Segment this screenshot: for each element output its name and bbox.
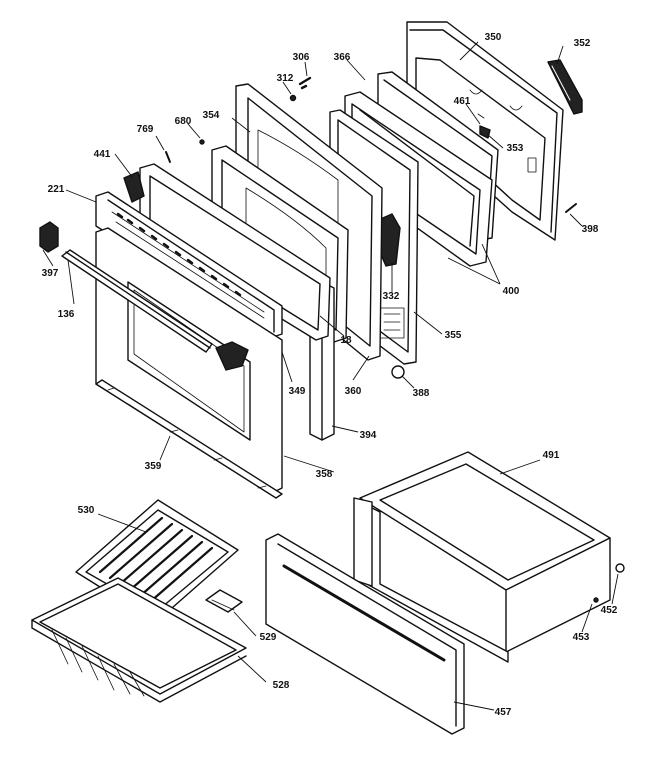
callout-136: 136 (58, 309, 75, 320)
spring-769 (165, 151, 171, 163)
callout-453: 453 (573, 632, 590, 643)
leader-lines (42, 41, 619, 711)
callout-394: 394 (360, 430, 377, 441)
door-handle-136 (61, 249, 213, 353)
callout-350: 350 (485, 32, 502, 43)
screw-306 (298, 76, 312, 90)
callout-306: 306 (293, 52, 310, 63)
outer-door-358 (95, 227, 283, 495)
callout-355: 355 (445, 330, 462, 341)
callout-349: 349 (289, 386, 306, 397)
callout-332: 332 (383, 291, 400, 302)
drawer-roller-453 (593, 597, 599, 603)
callout-529: 529 (260, 632, 277, 643)
callout-528: 528 (273, 680, 290, 691)
bracket-397 (39, 221, 59, 253)
door-bottom-trim-359 (95, 379, 283, 499)
callout-680: 680 (175, 116, 192, 127)
callout-398: 398 (582, 224, 599, 235)
control-panel-221 (95, 191, 283, 339)
broiler-insert-529 (205, 589, 243, 613)
callout-397: 397 (42, 268, 59, 279)
drawer-front-457 (265, 533, 465, 735)
callout-441: 441 (94, 149, 111, 160)
callout-358: 358 (316, 469, 333, 480)
drawer-panel (353, 497, 373, 587)
drawer-stop-452 (615, 563, 625, 573)
callout-491: 491 (543, 450, 560, 461)
callout-360: 360 (345, 386, 362, 397)
callout-353: 353 (507, 143, 524, 154)
screw-398 (565, 203, 577, 213)
callout-452: 452 (601, 605, 618, 616)
knob-388 (391, 365, 405, 379)
door-handle-part-352 (547, 59, 583, 115)
callout-457: 457 (495, 707, 512, 718)
callout-221: 221 (48, 184, 65, 195)
callout-312: 312 (277, 73, 294, 84)
callout-461: 461 (454, 96, 471, 107)
callout-labels: 350 352 306 366 312 461 354 353 680 769 … (42, 32, 618, 718)
screw-312 (289, 94, 297, 102)
callout-359: 359 (145, 461, 162, 472)
clip-680 (199, 139, 205, 145)
callout-354: 354 (203, 110, 220, 121)
callout-366: 366 (334, 52, 351, 63)
callout-530: 530 (78, 505, 95, 516)
callout-400: 400 (503, 286, 520, 297)
oven-rack-528 (31, 577, 247, 703)
callout-388: 388 (413, 388, 430, 399)
callout-769: 769 (137, 124, 154, 135)
callout-18: 18 (340, 335, 352, 346)
callout-352: 352 (574, 38, 591, 49)
